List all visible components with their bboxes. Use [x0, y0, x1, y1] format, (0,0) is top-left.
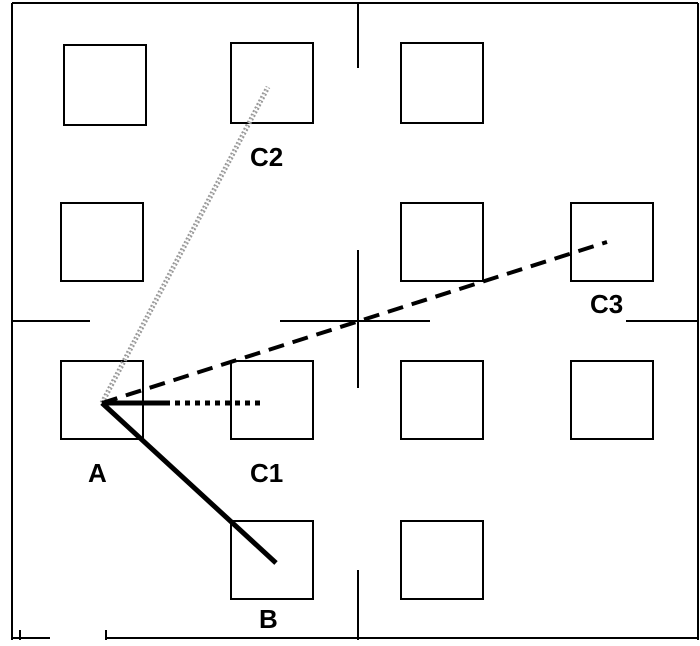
room-box	[63, 44, 147, 126]
room-box	[400, 520, 484, 600]
room-box	[60, 202, 144, 282]
room-box	[400, 202, 484, 282]
room-box	[230, 360, 314, 440]
room-box	[60, 360, 144, 440]
path-a-to-b	[100, 401, 278, 565]
label-c1: C1	[250, 458, 283, 488]
label-c2: C2	[250, 142, 283, 172]
path-a-to-c2-inner	[101, 86, 269, 404]
room-box	[570, 360, 654, 440]
path-a-to-c3	[101, 240, 608, 405]
room-box	[400, 360, 484, 440]
label-a: A	[88, 458, 107, 488]
label-b: B	[259, 604, 278, 634]
room-box	[230, 520, 314, 600]
room-box	[570, 202, 654, 282]
room-boxes	[60, 42, 654, 600]
room-box	[230, 42, 314, 124]
room-box	[400, 42, 484, 124]
path-a-to-c2	[99, 85, 271, 405]
label-c3: C3	[590, 289, 623, 319]
